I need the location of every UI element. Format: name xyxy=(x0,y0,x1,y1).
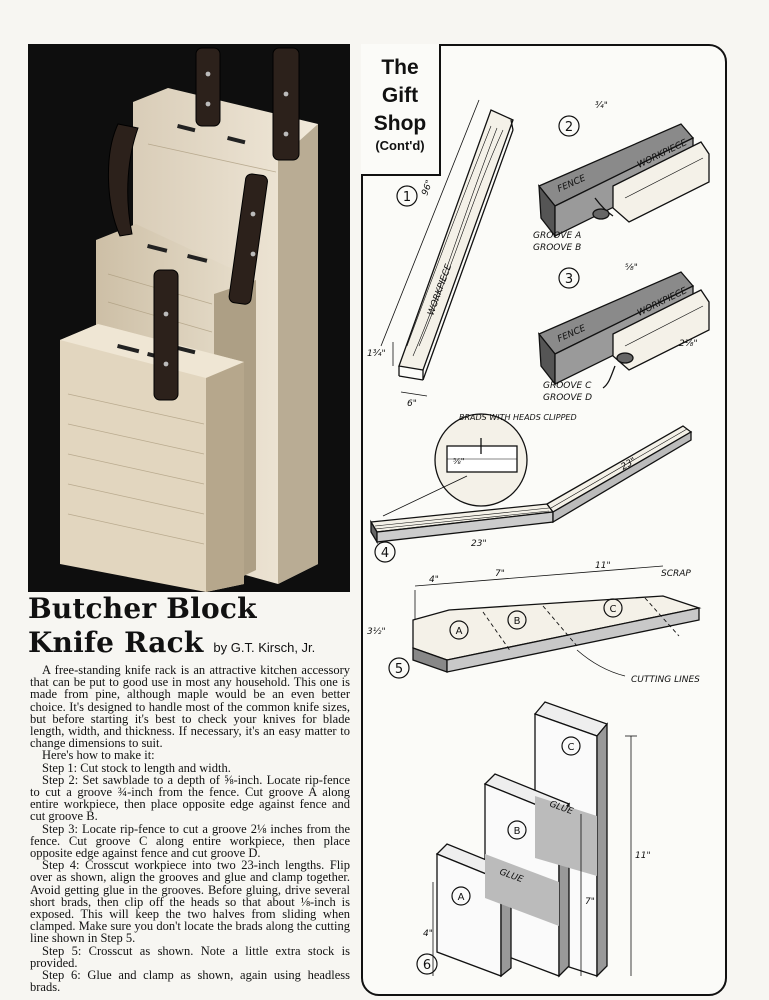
paragraph: Step 3: Locate rip-fence to cut a groove… xyxy=(30,821,350,861)
gift-shop-line-2: Gift xyxy=(381,84,419,107)
dim-5-8-step4-label: ⅝" xyxy=(453,457,464,466)
paragraph: Step 1: Cut stock to length and width. xyxy=(42,760,231,775)
block-b-label: B xyxy=(514,826,521,837)
dim-3-4-label: ¾" xyxy=(595,101,608,111)
paragraph: Step 2: Set sawblade to a depth of ⅝-inc… xyxy=(30,772,350,824)
paragraph: Here's how to make it: xyxy=(42,748,155,763)
title-line-1: Butcher Block xyxy=(28,592,257,625)
article-body: A free-standing knife rack is an attract… xyxy=(30,663,350,995)
dim-11-label: 11" xyxy=(595,561,611,571)
byline: by G.T. Kirsch, Jr. xyxy=(213,640,316,655)
length-96-label: 96" xyxy=(420,179,435,197)
groove-c-label: GROOVE C xyxy=(543,381,592,391)
part-c-label: C xyxy=(610,604,617,615)
dim-7-label: 7" xyxy=(495,569,505,579)
part-b-label: B xyxy=(514,616,521,627)
dim-2-1-8-label: 2⅛" xyxy=(679,339,698,349)
gift-shop-line-4: (Cont'd) xyxy=(375,138,425,153)
dim-5-8-label: ⅝" xyxy=(625,263,638,273)
diagram-panel: 1 2 3 4 5 6 A B C A B C WORKPIECE 96" 1¾… xyxy=(361,44,727,996)
title-line-2: Knife Rack xyxy=(28,626,204,659)
step-3-number: 3 xyxy=(565,272,573,287)
gift-shop-line-3: Shop xyxy=(373,112,427,135)
article-title: Butcher Block Knife Rack by G.T. Kirsch,… xyxy=(28,592,358,665)
step-1-number: 1 xyxy=(403,190,411,205)
step-5-number: 5 xyxy=(395,662,403,677)
gift-shop-line-1: The xyxy=(381,56,419,79)
height-7-label: 7" xyxy=(585,897,595,907)
step-6-number: 6 xyxy=(423,958,431,973)
step-2-number: 2 xyxy=(565,120,573,135)
dim-4-label: 4" xyxy=(429,575,439,585)
knife-rack-photo xyxy=(28,44,350,592)
gift-shop-box: The Gift Shop (Cont'd) xyxy=(361,44,441,176)
brads-note: BRADS WITH HEADS CLIPPED xyxy=(459,413,577,422)
part-a-label: A xyxy=(456,626,463,637)
block-a-label: A xyxy=(458,892,465,903)
paragraph: Step 4: Crosscut workpiece into two 23-i… xyxy=(30,858,350,946)
thickness-label: 1¾" xyxy=(367,349,386,359)
height-4-label: 4" xyxy=(423,929,433,939)
length-23a-label: 23" xyxy=(471,539,487,549)
width-6-label: 6" xyxy=(407,399,417,409)
paragraph: A free-standing knife rack is an attract… xyxy=(30,663,350,751)
groove-a-label: GROOVE A xyxy=(533,231,581,241)
groove-b-label: GROOVE B xyxy=(533,243,581,253)
height-11-label: 11" xyxy=(635,851,651,861)
paragraph: Step 5: Crosscut as shown. Note a little… xyxy=(30,943,350,970)
paragraph: Step 6: Glue and clamp as shown, again u… xyxy=(30,968,350,995)
cutting-lines-label: CUTTING LINES xyxy=(631,675,700,685)
step-4-number: 4 xyxy=(381,546,389,561)
groove-d-label: GROOVE D xyxy=(543,393,592,403)
dim-3-1-2-label: 3½" xyxy=(367,627,386,637)
scrap-label: SCRAP xyxy=(661,569,691,579)
block-c-label: C xyxy=(568,742,575,753)
